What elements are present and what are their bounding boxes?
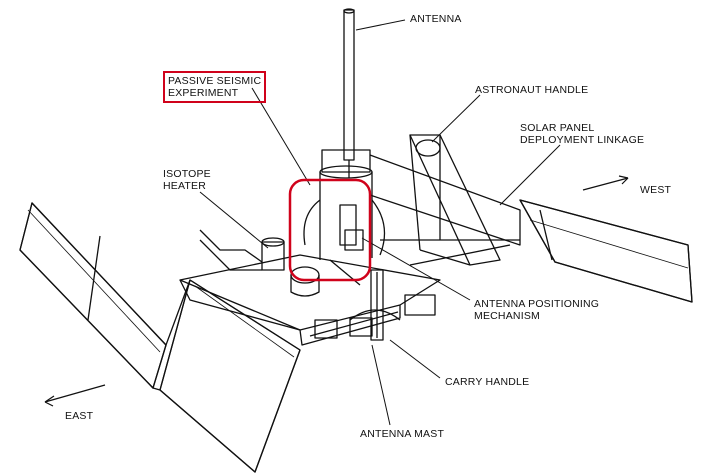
antenna	[343, 8, 355, 178]
leader-lines	[199, 19, 561, 426]
label-west: WEST	[640, 184, 672, 196]
west-solar-panel	[519, 199, 693, 303]
label-isotope-heater: ISOTOPE HEATER	[163, 168, 211, 192]
label-antenna-mast: ANTENNA MAST	[360, 428, 445, 440]
carry-handle	[349, 309, 401, 321]
label-east: EAST	[65, 410, 94, 422]
label-passive-seismic-experiment: PASSIVE SEISMIC EXPERIMENT	[163, 71, 267, 103]
east-solar-panel	[19, 202, 301, 473]
label-antenna-positioning-mechanism: ANTENNA POSITIONING MECHANISM	[474, 298, 600, 322]
label-astronaut-handle: ASTRONAUT HANDLE	[475, 84, 589, 96]
direction-arrows	[44, 175, 629, 407]
seismic-highlight-outline	[288, 178, 372, 282]
west-linkage-frame	[369, 134, 521, 266]
antenna-mast	[370, 269, 384, 341]
isotope-heater	[199, 229, 285, 271]
label-carry-handle: CARRY HANDLE	[445, 376, 530, 388]
label-solar-panel-linkage: SOLAR PANEL DEPLOYMENT LINKAGE	[520, 122, 645, 146]
label-antenna: ANTENNA	[410, 13, 462, 25]
base-platform	[179, 254, 441, 346]
